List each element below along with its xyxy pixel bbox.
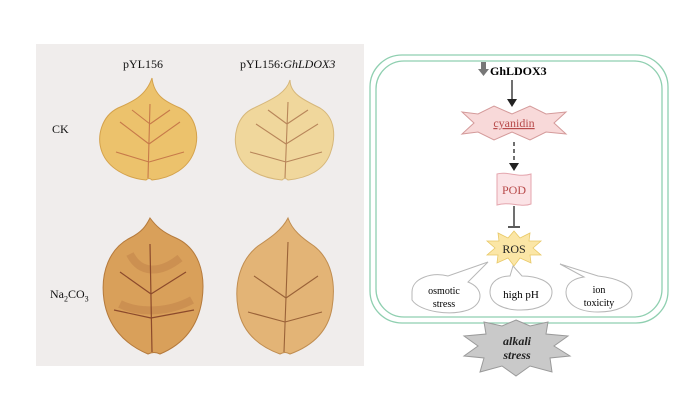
effect-osmotic-stress: osmotic stress	[411, 261, 489, 314]
svg-text:high pH: high pH	[503, 289, 539, 301]
ros-label: ROS	[502, 242, 525, 256]
svg-text:ion: ion	[593, 285, 606, 296]
leaf-na2co3-control	[102, 217, 204, 355]
cyanidin-label: cyanidin	[493, 116, 534, 130]
column-label-overexpression: pYL156:GhLDOX3	[240, 57, 336, 71]
svg-text:stress: stress	[433, 299, 455, 310]
pod-label: POD	[502, 183, 526, 197]
alkali-label-line2: stress	[502, 348, 531, 362]
pod-node	[496, 172, 532, 206]
alkali-stress-node	[462, 319, 572, 377]
ros-node	[485, 230, 543, 267]
svg-text:osmotic: osmotic	[428, 286, 460, 297]
svg-text:toxicity: toxicity	[584, 298, 615, 309]
effect-ion-toxicity: ion toxicity	[559, 263, 633, 313]
column-label-control: pYL156	[123, 57, 163, 71]
leaf-ck-control	[99, 77, 198, 181]
alkali-label-line1: alkali	[503, 334, 532, 348]
effect-high-ph: high pH	[489, 265, 553, 311]
gene-down-icon	[478, 62, 489, 76]
cell-inner-border	[375, 60, 663, 318]
leaf-ck-ghldox3	[234, 79, 335, 181]
row-label-na2co3: Na2CO3	[50, 287, 89, 304]
gene-label: GhLDOX3	[490, 64, 547, 78]
cyanidin-node	[460, 105, 568, 141]
leaf-na2co3-ghldox3	[236, 216, 334, 355]
row-label-ck: CK	[52, 122, 69, 136]
